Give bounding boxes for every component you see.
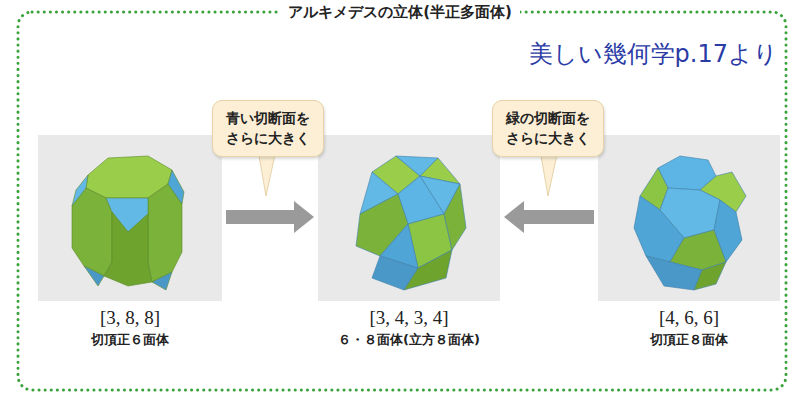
- callout-tail: [258, 150, 276, 196]
- dotted-frame: [18, 12, 786, 390]
- callout-bubble: 緑の切断面を さらに大きく: [492, 100, 604, 157]
- vertex-configuration: [3, 4, 3, 4]: [369, 307, 448, 330]
- flow-arrow: [226, 201, 314, 233]
- flow-arrow: [504, 201, 594, 233]
- solid-name: 切頂正６面体: [91, 330, 169, 350]
- solid-name: 切頂正８面体: [650, 330, 728, 350]
- panel-ground: [598, 135, 780, 301]
- source-note: 美しい幾何学p.17より: [529, 38, 778, 70]
- panel-ground: [38, 135, 222, 301]
- polyhedron-panel: [4, 6, 6]切頂正８面体: [598, 135, 780, 365]
- callout-text: 青い切断面を さらに大きく: [223, 108, 313, 149]
- callout-bubble: 青い切断面を さらに大きく: [212, 100, 324, 157]
- callout-text: 緑の切断面を さらに大きく: [503, 108, 593, 149]
- truncated-cube: [72, 156, 184, 290]
- panel-ground: [318, 135, 500, 301]
- diagram-title: アルキメデスの立体(半正多面体): [280, 3, 520, 21]
- diagram-title-wrap: アルキメデスの立体(半正多面体): [0, 2, 800, 22]
- polyhedron-panel: [3, 8, 8]切頂正６面体: [38, 135, 222, 365]
- vertex-configuration: [3, 8, 8]: [100, 307, 160, 330]
- callout-tail: [540, 150, 558, 196]
- vertex-configuration: [4, 6, 6]: [659, 307, 719, 330]
- cuboctahedron: [356, 156, 466, 290]
- solid-name: ６・８面体(立方８面体): [338, 330, 480, 350]
- polyhedron-panel: [3, 4, 3, 4]６・８面体(立方８面体): [318, 135, 500, 365]
- truncated-octahedron: [634, 156, 746, 290]
